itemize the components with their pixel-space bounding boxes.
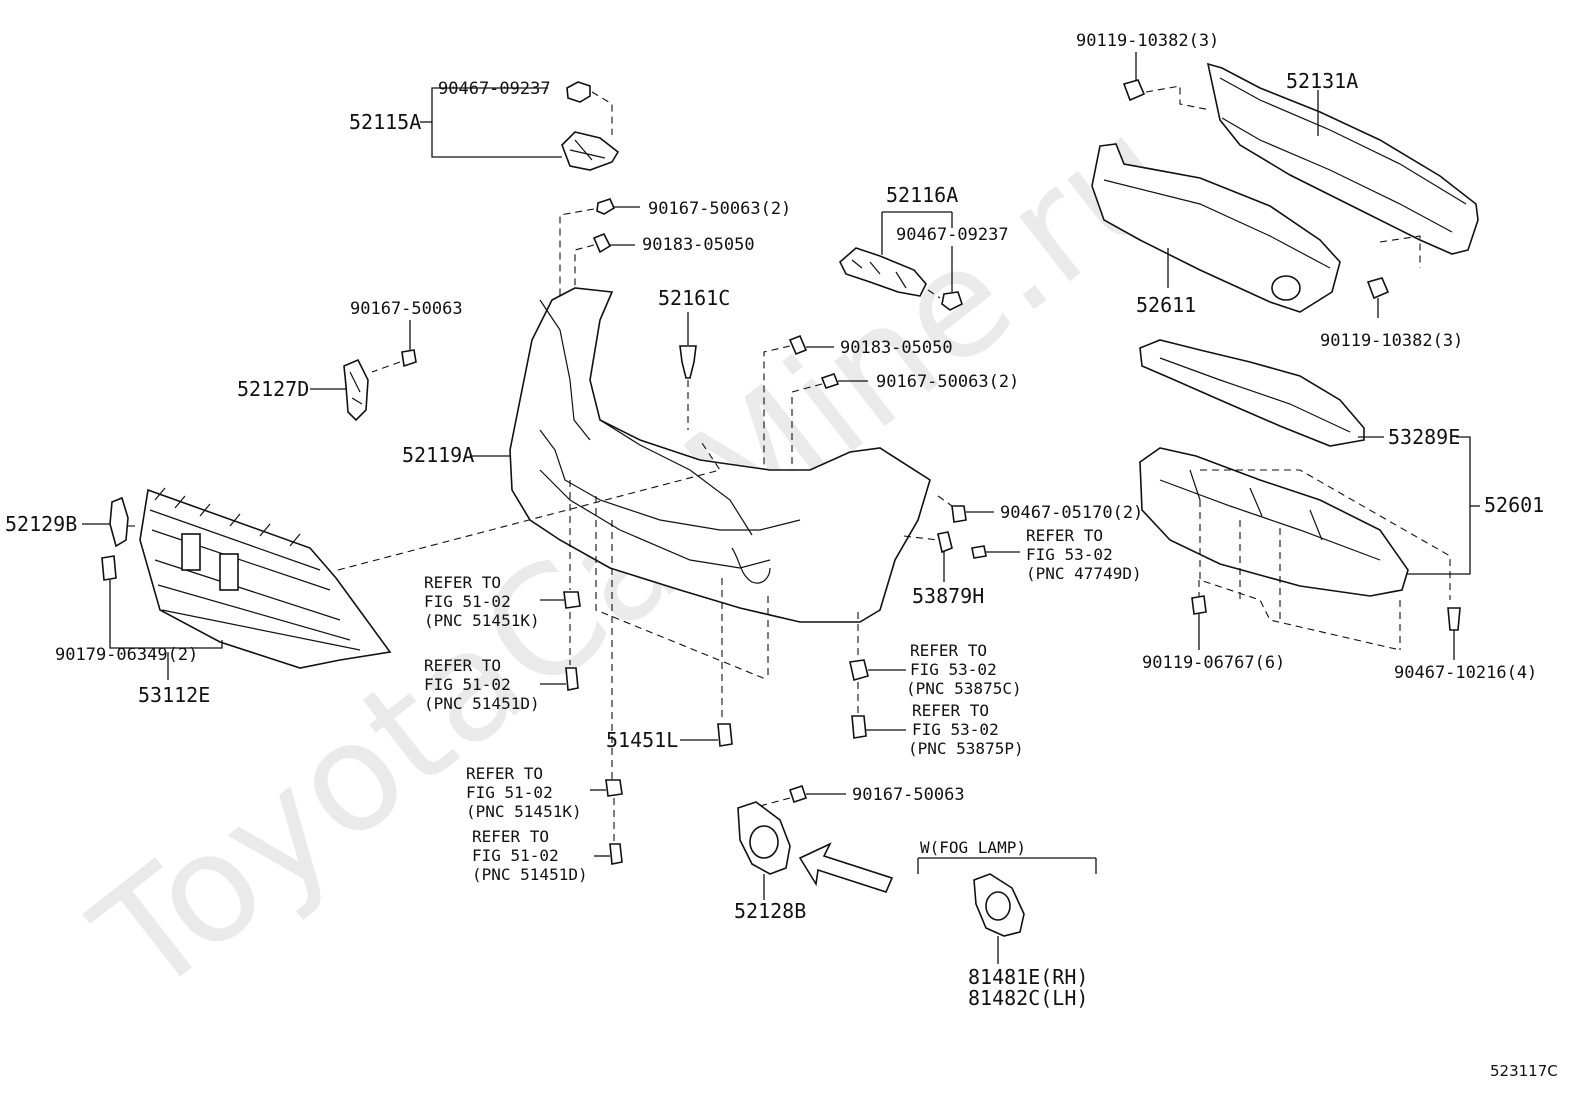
refer-51451K-a-line1: REFER TO [424, 573, 501, 592]
bolt-51451D-b-icon[interactable] [594, 843, 623, 865]
refer-53875P-line3: (PNC 53875P) [908, 739, 1024, 758]
label-81482C[interactable]: 81482C(LH) [968, 986, 1088, 1010]
bolt-90119-10382-top-icon[interactable] [1122, 79, 1146, 102]
label-90119-10382-bot[interactable]: 90119-10382(3) [1320, 331, 1463, 351]
label-90167-50063-c[interactable]: 90167-50063 [852, 785, 965, 805]
refer-51451K-a-line3: (PNC 51451K) [424, 611, 540, 630]
label-52127D[interactable]: 52127D [237, 377, 309, 401]
refer-53875C-line2: FIG 53-02 [910, 660, 997, 679]
refer-51451D-b-line2: FIG 51-02 [472, 846, 559, 865]
absorber-52611-icon[interactable] [1091, 143, 1341, 313]
clip-51451K-a-icon[interactable] [540, 591, 581, 609]
bolt-51451L-icon[interactable] [717, 723, 733, 747]
label-52116A[interactable]: 52116A [886, 183, 958, 207]
nut-90183-05050-a-icon[interactable] [592, 232, 635, 254]
label-52161C[interactable]: 52161C [658, 286, 730, 310]
label-52601[interactable]: 52601 [1484, 493, 1544, 517]
nut-90179-06349-icon[interactable] [101, 555, 117, 581]
label-52128B[interactable]: 52128B [734, 899, 806, 923]
label-53879H[interactable]: 53879H [912, 584, 984, 608]
refer-51451D-a-line1: REFER TO [424, 656, 501, 675]
part-52115A-group [420, 81, 620, 171]
refer-51451D-b-line3: (PNC 51451D) [472, 865, 588, 884]
label-90183-05050-a[interactable]: 90183-05050 [642, 235, 755, 255]
clip-90467-10216-icon[interactable] [1447, 607, 1461, 660]
part-52127D-icon[interactable] [343, 358, 369, 422]
fog-lamp-header: W(FOG LAMP) [920, 838, 1026, 857]
bumper-cover-52119A-icon[interactable] [509, 287, 931, 623]
figure-code: 523117C [1490, 1062, 1558, 1080]
undercover-52601-icon[interactable] [1139, 447, 1409, 597]
label-90167-50063-a[interactable]: 90167-50063 [350, 299, 463, 319]
refer-51451K-a-line2: FIG 51-02 [424, 592, 511, 611]
label-90167-50063-2-a[interactable]: 90167-50063(2) [648, 199, 791, 219]
bracket-52116A-icon[interactable] [839, 247, 927, 297]
label-52129B[interactable]: 52129B [5, 512, 77, 536]
screw-90167-50063-a-icon[interactable] [596, 198, 640, 215]
refer-51451D-b-line1: REFER TO [472, 827, 549, 846]
fog-lamp-icon[interactable] [973, 873, 1025, 937]
label-90467-09237-a[interactable]: 90467-09237 [438, 79, 551, 99]
clip-51451K-b-icon[interactable] [590, 779, 623, 797]
grille-53112E-icon[interactable] [139, 487, 392, 669]
label-90467-05170[interactable]: 90467-05170(2) [1000, 503, 1143, 523]
refer-53875C-line3: (PNC 53875C) [906, 679, 1022, 698]
refer-47749D-line2: FIG 53-02 [1026, 545, 1113, 564]
label-52131A[interactable]: 52131A [1286, 69, 1358, 93]
refer-53875C-line1: REFER TO [910, 641, 987, 660]
refer-53875P-line1: REFER TO [912, 701, 989, 720]
refer-51451K-b-line3: (PNC 51451K) [466, 802, 582, 821]
label-53112E[interactable]: 53112E [138, 683, 210, 707]
clip-90467-09237-b-icon[interactable] [941, 291, 963, 311]
label-52611[interactable]: 52611 [1136, 293, 1196, 317]
clip-53875C-icon[interactable] [849, 659, 906, 682]
label-90167-50063-2-b[interactable]: 90167-50063(2) [876, 372, 1019, 392]
refer-51451K-b-line2: FIG 51-02 [466, 783, 553, 802]
screw-47749D-icon[interactable] [971, 545, 1020, 559]
label-90179-06349[interactable]: 90179-06349(2) [55, 645, 198, 665]
reinforcement-52131A-icon[interactable] [1206, 62, 1479, 255]
label-90119-06767[interactable]: 90119-06767(6) [1142, 653, 1285, 673]
label-90119-10382-top[interactable]: 90119-10382(3) [1076, 31, 1219, 51]
label-52115A[interactable]: 52115A [349, 110, 421, 134]
clip-52161C-icon[interactable] [679, 345, 697, 379]
refer-47749D-line3: (PNC 47749D) [1026, 564, 1142, 583]
retainer-53879H-icon[interactable] [937, 531, 953, 582]
undercover-53289E-icon[interactable] [1139, 339, 1365, 447]
bolt-51451D-a-icon[interactable] [540, 667, 579, 691]
refer-47749D-line1: REFER TO [1026, 526, 1103, 545]
bolt-90119-10382-bot-icon[interactable] [1366, 277, 1390, 300]
refer-51451D-a-line2: FIG 51-02 [424, 675, 511, 694]
screw-90167-50063-icon[interactable] [401, 349, 417, 368]
label-52119A[interactable]: 52119A [402, 443, 474, 467]
arrow-icon [798, 842, 894, 893]
clip-icon[interactable] [566, 81, 591, 103]
fog-cover-52128B-icon[interactable] [737, 801, 791, 875]
screw-90167-50063-c-icon[interactable] [788, 784, 846, 804]
nut-90183-05050-b-icon[interactable] [788, 334, 834, 356]
bolt-53875P-icon[interactable] [851, 715, 906, 739]
refer-51451K-b-line1: REFER TO [466, 764, 543, 783]
bracket-icon[interactable] [561, 131, 620, 171]
label-53289E[interactable]: 53289E [1388, 425, 1460, 449]
refer-53875P-line2: FIG 53-02 [912, 720, 999, 739]
refer-51451D-a-line3: (PNC 51451D) [424, 694, 540, 713]
screw-90167-50063-b-icon[interactable] [820, 373, 868, 389]
bolt-90119-06767-icon[interactable] [1191, 595, 1207, 650]
clip-90467-05170-icon[interactable] [951, 505, 994, 523]
label-90467-09237-b[interactable]: 90467-09237 [896, 225, 1009, 245]
label-51451L[interactable]: 51451L [606, 728, 678, 752]
label-90183-05050-b[interactable]: 90183-05050 [840, 338, 953, 358]
label-90467-10216[interactable]: 90467-10216(4) [1394, 663, 1537, 683]
part-52129B-icon[interactable] [109, 496, 129, 548]
label-81481E[interactable]: 81481E(RH) [968, 965, 1088, 989]
